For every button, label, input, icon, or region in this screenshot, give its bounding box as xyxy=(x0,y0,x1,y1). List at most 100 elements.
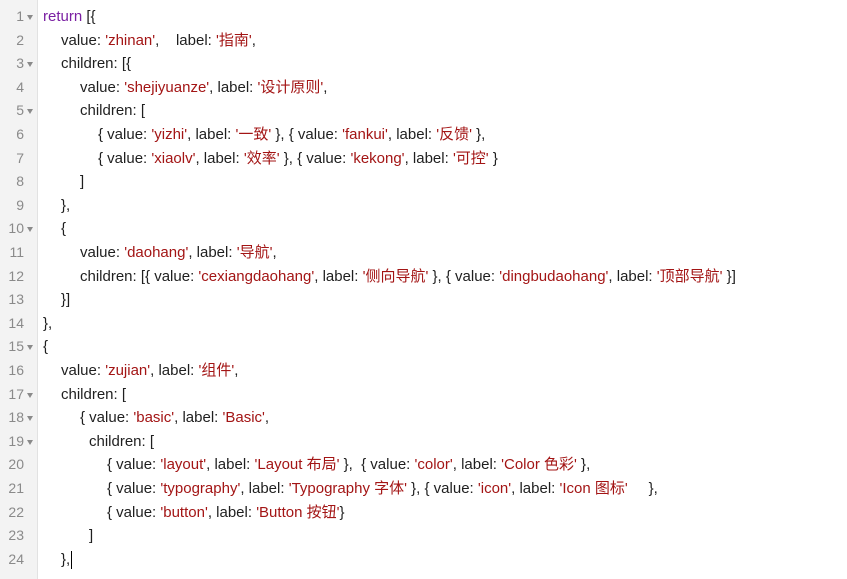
fold-chevron-icon[interactable] xyxy=(27,227,33,233)
string-token: 'xiaolv' xyxy=(151,149,196,167)
string-token: '可控' xyxy=(452,149,489,167)
line-number: 15 xyxy=(8,338,24,355)
code-token: }, xyxy=(43,314,53,332)
code-line[interactable]: return [{ xyxy=(43,5,96,29)
string-token: 'Color 色彩' xyxy=(501,456,577,474)
line-number: 21 xyxy=(8,480,24,496)
code-token: , label: xyxy=(387,126,437,143)
code-token: }, { value: xyxy=(406,480,478,497)
string-token: '一致' xyxy=(235,126,272,143)
code-line[interactable]: value: 'zhinan', label: '指南', xyxy=(61,29,256,53)
code-token: { value: xyxy=(98,149,152,167)
code-token: }, xyxy=(576,456,591,474)
fold-chevron-icon[interactable] xyxy=(27,109,33,115)
code-token: { value: xyxy=(107,480,161,497)
line-number: 24 xyxy=(8,550,24,567)
code-token: }] xyxy=(722,267,736,285)
code-token: value: xyxy=(80,78,125,96)
code-token: { xyxy=(43,338,49,356)
code-line[interactable]: { value: 'basic', label: 'Basic', xyxy=(80,406,269,430)
code-line[interactable]: { xyxy=(61,217,66,241)
string-token: 'zujian' xyxy=(105,362,151,379)
string-token: 'daohang' xyxy=(124,244,189,261)
fold-chevron-icon[interactable] xyxy=(27,439,33,445)
string-token: 'Icon 图标' xyxy=(559,480,628,497)
code-token: } xyxy=(339,503,345,521)
code-token: value: xyxy=(61,362,106,379)
code-token: }, { value: xyxy=(339,456,415,474)
code-token: children: [{ value: xyxy=(80,267,199,285)
code-token: }, xyxy=(61,550,71,568)
fold-chevron-icon[interactable] xyxy=(27,345,33,351)
string-token: '组件' xyxy=(198,362,235,379)
keyword-token: return xyxy=(43,8,83,25)
code-line[interactable]: }, xyxy=(43,312,52,336)
code-line[interactable]: { xyxy=(43,335,48,359)
code-line[interactable]: }, xyxy=(61,194,70,218)
code-token: , label: xyxy=(150,362,199,379)
code-line[interactable]: value: 'zujian', label: '组件', xyxy=(61,359,238,383)
line-number: 13 xyxy=(8,291,24,308)
string-token: 'button' xyxy=(160,503,208,521)
code-token: , label: xyxy=(174,409,223,427)
string-token: 'shejiyuanze' xyxy=(124,78,210,96)
fold-chevron-icon[interactable] xyxy=(27,416,33,422)
code-token: , xyxy=(234,362,239,379)
code-token: , label: xyxy=(206,456,255,474)
code-line[interactable]: children: [ xyxy=(89,430,154,454)
code-token: { value: xyxy=(107,456,161,474)
code-line[interactable]: }] xyxy=(61,288,70,312)
code-token: children: [ xyxy=(80,102,146,120)
fold-chevron-icon[interactable] xyxy=(27,62,33,68)
line-number: 12 xyxy=(8,267,24,284)
string-token: 'typography' xyxy=(160,480,241,497)
line-number: 11 xyxy=(9,244,24,260)
code-line[interactable]: value: 'shejiyuanze', label: '设计原则', xyxy=(80,76,327,100)
code-token: , label: xyxy=(314,267,363,285)
code-line[interactable]: { value: 'button', label: 'Button 按钮'} xyxy=(107,501,344,525)
code-line[interactable]: { value: 'xiaolv', label: '效率' }, { valu… xyxy=(98,147,498,171)
string-token: 'dingbudaohang' xyxy=(499,267,609,285)
code-token: , xyxy=(323,78,328,96)
code-token: , label: xyxy=(187,126,236,143)
line-number: 9 xyxy=(16,196,24,213)
code-token: value: xyxy=(61,31,106,49)
code-area[interactable]: return [{value: 'zhinan', label: '指南',ch… xyxy=(38,0,847,579)
code-line[interactable]: { value: 'yizhi', label: '一致' }, { value… xyxy=(98,123,485,147)
code-token: }, xyxy=(627,480,658,497)
code-token: , xyxy=(272,244,277,261)
code-token: , xyxy=(251,31,256,49)
code-line[interactable]: children: [ xyxy=(80,99,145,123)
code-line[interactable]: }, xyxy=(61,548,73,572)
line-number: 6 xyxy=(16,126,24,142)
string-token: 'cexiangdaohang' xyxy=(198,267,315,285)
string-token: 'icon' xyxy=(477,480,512,497)
string-token: '指南' xyxy=(216,31,252,49)
line-number: 8 xyxy=(16,173,24,190)
code-line[interactable]: ] xyxy=(80,170,84,194)
code-line[interactable]: ] xyxy=(89,524,93,548)
code-line[interactable]: children: [ xyxy=(61,383,126,407)
code-line[interactable]: value: 'daohang', label: '导航', xyxy=(80,241,277,265)
string-token: 'kekong' xyxy=(350,149,405,167)
code-token: , label: xyxy=(207,503,257,521)
code-token: children: [ xyxy=(89,432,155,450)
fold-chevron-icon[interactable] xyxy=(27,392,33,398)
string-token: 'color' xyxy=(414,456,453,474)
code-token: }, xyxy=(472,126,486,143)
code-line[interactable]: children: [{ xyxy=(61,52,131,76)
code-line[interactable]: children: [{ value: 'cexiangdaohang', la… xyxy=(80,265,736,289)
fold-chevron-icon[interactable] xyxy=(27,15,33,20)
line-number: 4 xyxy=(16,78,24,95)
code-line[interactable]: { value: 'typography', label: 'Typograph… xyxy=(107,477,658,501)
code-token: }, { value: xyxy=(428,267,500,285)
code-token: ] xyxy=(80,173,85,191)
line-number: 19 xyxy=(8,432,24,449)
line-number: 22 xyxy=(8,503,24,520)
string-token: 'Layout 布局' xyxy=(254,456,340,474)
line-number: 2 xyxy=(16,31,24,48)
code-line[interactable]: { value: 'layout', label: 'Layout 布局' },… xyxy=(107,453,590,477)
code-token: children: [ xyxy=(61,385,127,403)
